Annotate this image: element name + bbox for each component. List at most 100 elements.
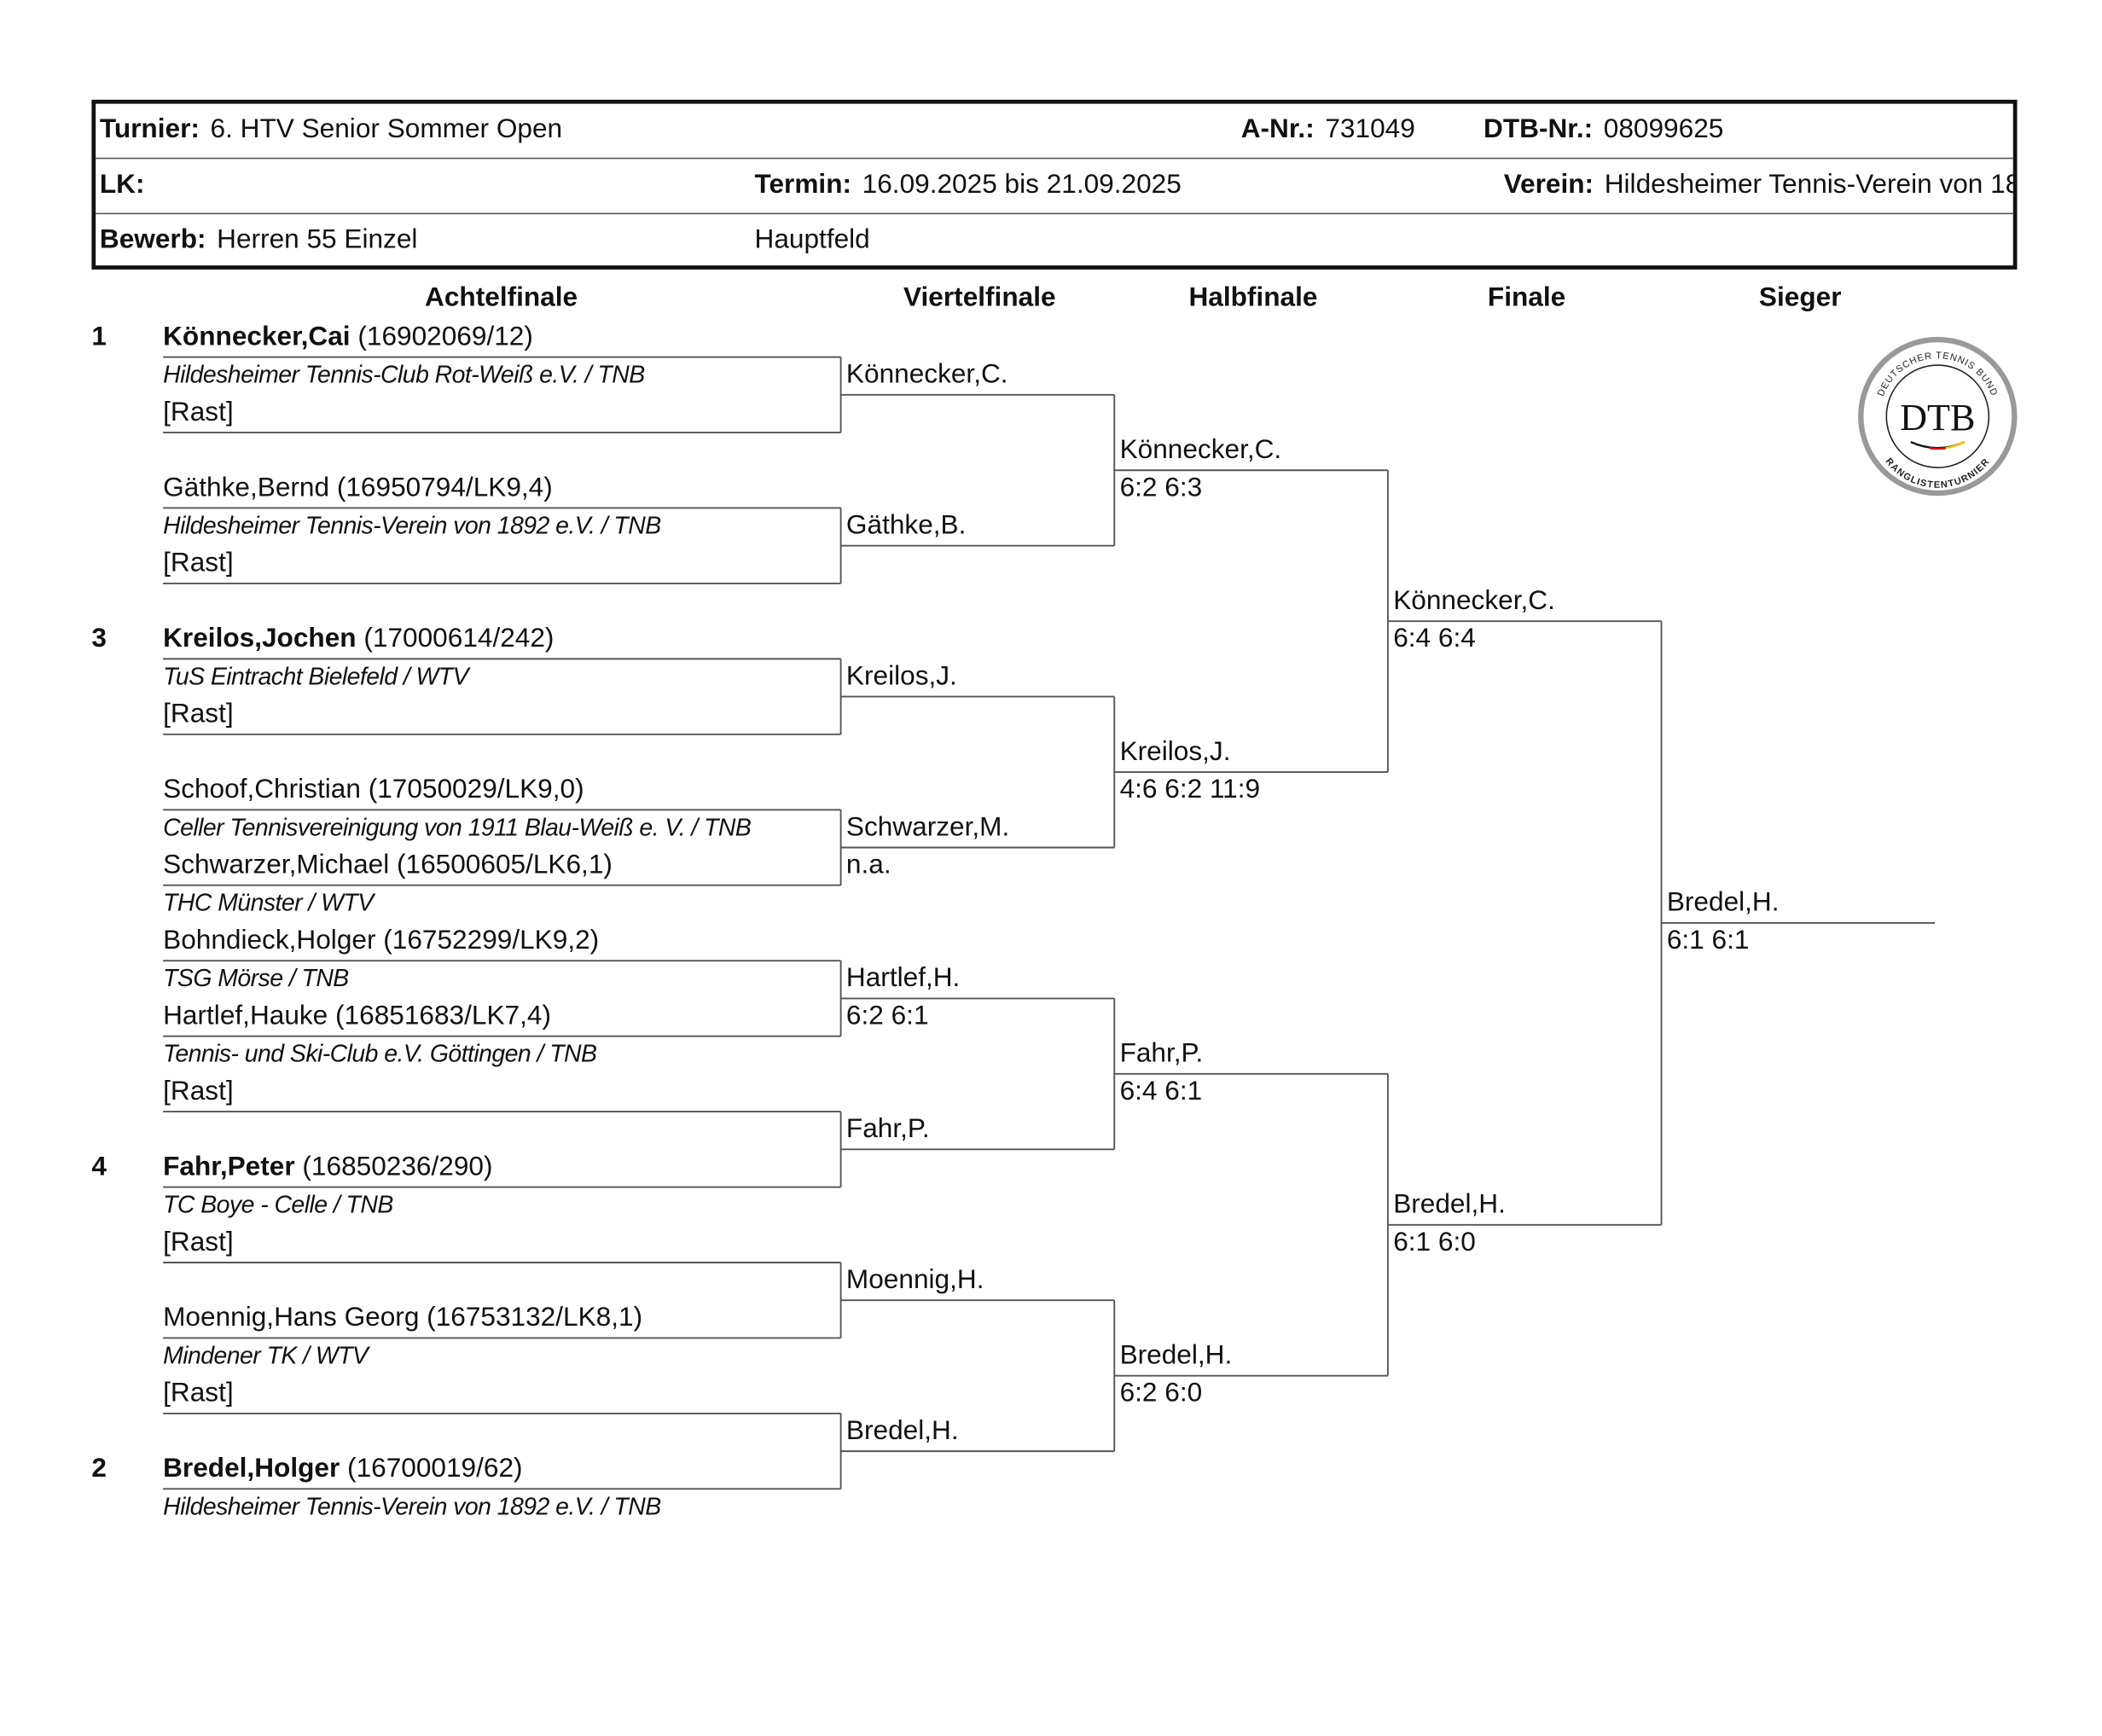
match-score: 6:4 6:4 (1393, 624, 1476, 654)
player-entry: Könnecker,Cai (16902069/12) (163, 318, 533, 356)
player-club: Celler Tennisvereinigung von 1911 Blau-W… (163, 814, 752, 841)
lk-label: LK: (99, 170, 145, 200)
player-club: Hildesheimer Tennis-Verein von 1892 e.V.… (163, 1493, 661, 1520)
column-header-sieger: Sieger (1758, 282, 1842, 313)
winner-name: Kreilos,J. (1119, 736, 1231, 767)
lk: LK: (100, 170, 155, 200)
seed-number: 4 (91, 1152, 107, 1182)
player-entry: Kreilos,Jochen (17000614/242) (163, 620, 554, 658)
tournament-name: Turnier: 6. HTV Senior Sommer Open (100, 114, 562, 145)
tournament-header: Turnier: 6. HTV Senior Sommer Open A-Nr.:… (91, 99, 2018, 270)
bewerb-label: Bewerb: (99, 224, 206, 255)
player-entry: Hartlef,Hauke (16851683/LK7,4) (163, 997, 551, 1035)
match-score: 4:6 6:2 11:9 (1119, 775, 1261, 804)
winner-name: Hartlef,H. (845, 963, 961, 994)
verein-value: Hildesheimer Tennis-Verein von 1892 e.V. (1604, 170, 2013, 200)
winner-name: Bredel,H. (1119, 1340, 1233, 1371)
seed-number: 1 (91, 322, 107, 352)
player-entry: Schoof,Christian (17050029/LK9,0) (163, 770, 584, 808)
dtb-nr-label: DTB-Nr.: (1484, 114, 1594, 145)
player-name: Gäthke,Bernd (163, 473, 330, 503)
player-id-ranking: (16950794/LK9,4) (329, 473, 553, 503)
winner-name: Moennig,H. (845, 1265, 984, 1295)
player-id-ranking: (16752299/LK9,2) (375, 926, 600, 955)
player-entry: Moennig,Hans Georg (16753132/LK8,1) (163, 1299, 642, 1337)
column-header-achtelfinale: Achtelfinale (425, 282, 578, 313)
winner-name: Kreilos,J. (845, 661, 957, 692)
tournament-label: Turnier: (99, 114, 200, 145)
player-club: THC Münster / WTV (163, 889, 374, 917)
player-id-ranking: (17050029/LK9,0) (360, 775, 584, 804)
player-name: Kreilos,Jochen (163, 624, 357, 654)
match-score: 6:1 6:0 (1393, 1227, 1476, 1257)
tournament-value: 6. HTV Senior Sommer Open (210, 114, 563, 145)
player-name: Moennig,Hans Georg (163, 1303, 420, 1333)
player-id-ranking: (16500605/LK6,1) (389, 850, 613, 880)
player-id-ranking: (16700019/62) (340, 1454, 523, 1484)
a-nr-value: 731049 (1325, 114, 1415, 145)
winner-name: Könnecker,C. (1393, 586, 1555, 616)
bewerb-value: Herren 55 Einzel (217, 224, 418, 255)
player-name: Fahr,Peter (163, 1152, 295, 1182)
player-club: Hildesheimer Tennis-Club Rot-Weiß e.V. /… (163, 361, 645, 388)
player-club: TuS Eintracht Bielefeld / WTV (163, 663, 469, 690)
bye-label: [Rast] (163, 548, 234, 578)
match-score: n.a. (845, 850, 891, 880)
player-name: Schwarzer,Michael (163, 850, 390, 880)
winner-name: Gäthke,B. (845, 510, 967, 541)
player-id-ranking: (16850236/290) (294, 1152, 493, 1182)
winner-name: Bredel,H. (1666, 887, 1780, 918)
winner-name: Fahr,P. (1119, 1038, 1204, 1069)
dtb-nr: DTB-Nr.: 08099625 (1484, 114, 1723, 145)
player-name: Hartlef,Hauke (163, 1001, 328, 1031)
player-entry: Bohndieck,Holger (16752299/LK9,2) (163, 921, 599, 959)
winner-name: Schwarzer,M. (845, 812, 1010, 843)
match-score: 6:4 6:1 (1119, 1077, 1203, 1106)
winner-name: Könnecker,C. (845, 359, 1008, 390)
column-header-finale: Finale (1487, 282, 1566, 313)
winner-name: Bredel,H. (845, 1416, 959, 1446)
player-club: TSG Mörse / TNB (163, 964, 349, 992)
seed-number: 2 (91, 1454, 107, 1484)
player-club: TC Boye - Celle / TNB (163, 1191, 393, 1218)
feld: Hauptfeld (754, 224, 870, 255)
bye-label: [Rast] (163, 397, 234, 427)
logo-center-text: DTB (1900, 397, 1975, 438)
bye-label: [Rast] (163, 1378, 234, 1408)
header-row-2: LK: Termin:16.09.2025 bis 21.09.2025 Ver… (96, 159, 2013, 215)
player-name: Schoof,Christian (163, 775, 361, 804)
player-entry: Fahr,Peter (16850236/290) (163, 1148, 492, 1186)
player-id-ranking: (16902069/12) (350, 322, 533, 352)
verein-label: Verein: (1503, 170, 1594, 200)
verein: Verein: Hildesheimer Tennis-Verein von 18… (1504, 170, 2013, 200)
player-entry: Bredel,Holger (16700019/62) (163, 1450, 522, 1488)
bye-label: [Rast] (163, 1077, 234, 1106)
player-entry: Schwarzer,Michael (16500605/LK6,1) (163, 846, 613, 884)
seed-number: 3 (91, 624, 107, 654)
player-id-ranking: (16753132/LK8,1) (419, 1303, 643, 1333)
match-score: 6:2 6:3 (1119, 473, 1203, 503)
winner-name: Bredel,H. (1393, 1189, 1506, 1220)
column-header-halbfinale: Halbfinale (1188, 282, 1318, 313)
match-score: 6:2 6:0 (1119, 1378, 1203, 1408)
match-score: 6:2 6:1 (845, 1001, 929, 1031)
column-header-viertelfinale: Viertelfinale (903, 282, 1056, 313)
a-nr: A-Nr.:731049 (1241, 114, 1415, 145)
termin: Termin:16.09.2025 bis 21.09.2025 (755, 170, 1182, 200)
bewerb: Bewerb: Herren 55 Einzel (100, 225, 418, 256)
player-club: Mindener TK / WTV (163, 1342, 369, 1369)
player-entry: Gäthke,Bernd (16950794/LK9,4) (163, 469, 553, 507)
player-club: Tennis- und Ski-Club e.V. Göttingen / TN… (163, 1040, 597, 1067)
dtb-nr-value: 08099625 (1603, 114, 1724, 145)
match-score: 6:1 6:1 (1666, 926, 1750, 955)
player-name: Bredel,Holger (163, 1454, 340, 1484)
header-row-1: Turnier: 6. HTV Senior Sommer Open A-Nr.:… (96, 104, 2013, 160)
player-id-ranking: (17000614/242) (356, 624, 555, 654)
header-row-3: Bewerb: Herren 55 Einzel Hauptfeld (96, 214, 2013, 268)
player-name: Bohndieck,Holger (163, 926, 376, 955)
bye-label: [Rast] (163, 1227, 234, 1257)
bye-label: [Rast] (163, 699, 234, 729)
winner-name: Fahr,P. (845, 1114, 930, 1144)
